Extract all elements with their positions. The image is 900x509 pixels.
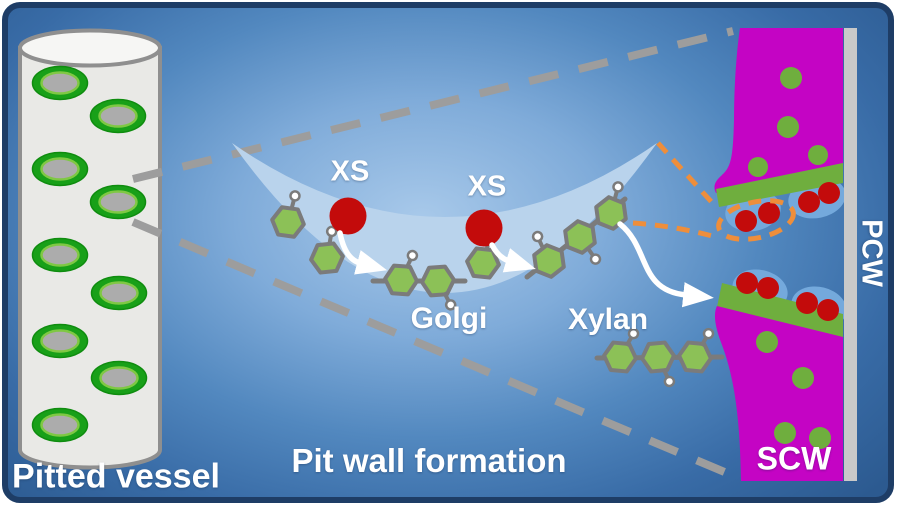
zoom-guide-line-lower — [131, 218, 743, 483]
vessel-pit — [31, 407, 89, 443]
cargo-dot — [736, 272, 758, 294]
wall-dot — [756, 331, 778, 353]
xs-enzymes — [329, 197, 503, 247]
cargo-dot — [757, 277, 779, 299]
cargo-dots-red-upper — [735, 182, 840, 232]
wall-dot — [808, 145, 828, 165]
vessel-pit — [31, 323, 89, 359]
pitted-vessel — [18, 28, 162, 470]
substituent-dot — [624, 327, 640, 347]
secretion-arrow — [617, 221, 714, 308]
cargo-dot — [758, 202, 780, 224]
xylan-label: Xylan — [567, 303, 649, 336]
synthesis-arrow-right — [489, 242, 536, 273]
cargo-dot — [798, 191, 820, 213]
scw-label: SCW — [756, 440, 832, 477]
substituent-dot — [661, 367, 676, 388]
zoom-guide-lines — [131, 27, 743, 483]
caption-label: Pit wall formation — [291, 442, 567, 479]
pcw-label: PCW — [855, 219, 888, 287]
xs-enzyme-circle — [329, 197, 367, 235]
process-arrows — [337, 221, 714, 308]
cargo-dot — [735, 210, 757, 232]
wall-dot — [780, 67, 802, 89]
xylose-hexagon — [600, 339, 640, 375]
substituent-dot — [404, 249, 419, 270]
vessel-top-face — [18, 28, 162, 68]
secretion-dash-line-lower — [632, 220, 717, 240]
substituent-dot — [442, 291, 457, 311]
pit-membrane-band-upper — [716, 163, 843, 207]
wall-dot — [748, 157, 768, 177]
vessel-pit — [89, 184, 147, 220]
cargo-dot — [796, 292, 818, 314]
xylose-hexagon — [638, 339, 678, 375]
cargo-dot — [817, 299, 839, 321]
xs-label-left: XS — [330, 155, 370, 188]
substituent-dot — [585, 246, 602, 265]
pit-wall-lower — [714, 269, 847, 481]
substituent-dot — [699, 327, 715, 347]
vessel-pit — [90, 360, 148, 396]
xylose-hexagon — [675, 339, 715, 375]
vessel-pit — [31, 151, 89, 187]
secretion-path-dashed — [632, 141, 796, 242]
wall-dots-green-upper — [748, 67, 828, 177]
wall-dots-green-lower — [756, 331, 831, 449]
vessel-pit — [89, 98, 147, 134]
cargo-dots-red-lower — [736, 272, 839, 321]
substituent-dot — [531, 230, 546, 251]
pit-wall-upper — [714, 28, 846, 232]
secretion-dash-line-upper — [656, 141, 719, 210]
pitted-vessel-label: Pitted vessel — [12, 457, 220, 496]
pcw-bar — [844, 28, 857, 481]
xylose-hexagon — [419, 264, 457, 298]
golgi-label: Golgi — [410, 302, 488, 335]
zoom-guide-line-upper — [132, 27, 734, 183]
substituent-dot — [289, 190, 301, 210]
vessel-pit — [90, 275, 148, 311]
xylose-hexagon — [382, 263, 420, 297]
substituent-dot — [612, 181, 624, 201]
wall-dot — [774, 422, 796, 444]
vessel-pit — [31, 237, 89, 273]
wall-dot — [792, 367, 814, 389]
xs-enzyme-circle — [465, 209, 503, 247]
xylose-hexagon — [268, 204, 308, 240]
substituent-dot — [325, 225, 338, 246]
pit-membrane-band-lower — [717, 283, 843, 338]
secretion-dash-ellipse — [716, 198, 796, 242]
cargo-dot — [818, 182, 840, 204]
xs-label-right: XS — [467, 170, 507, 203]
synthesis-arrow-left — [337, 230, 388, 275]
wall-dot — [809, 427, 831, 449]
vessel-pit — [31, 65, 89, 101]
wall-dot — [777, 116, 799, 138]
